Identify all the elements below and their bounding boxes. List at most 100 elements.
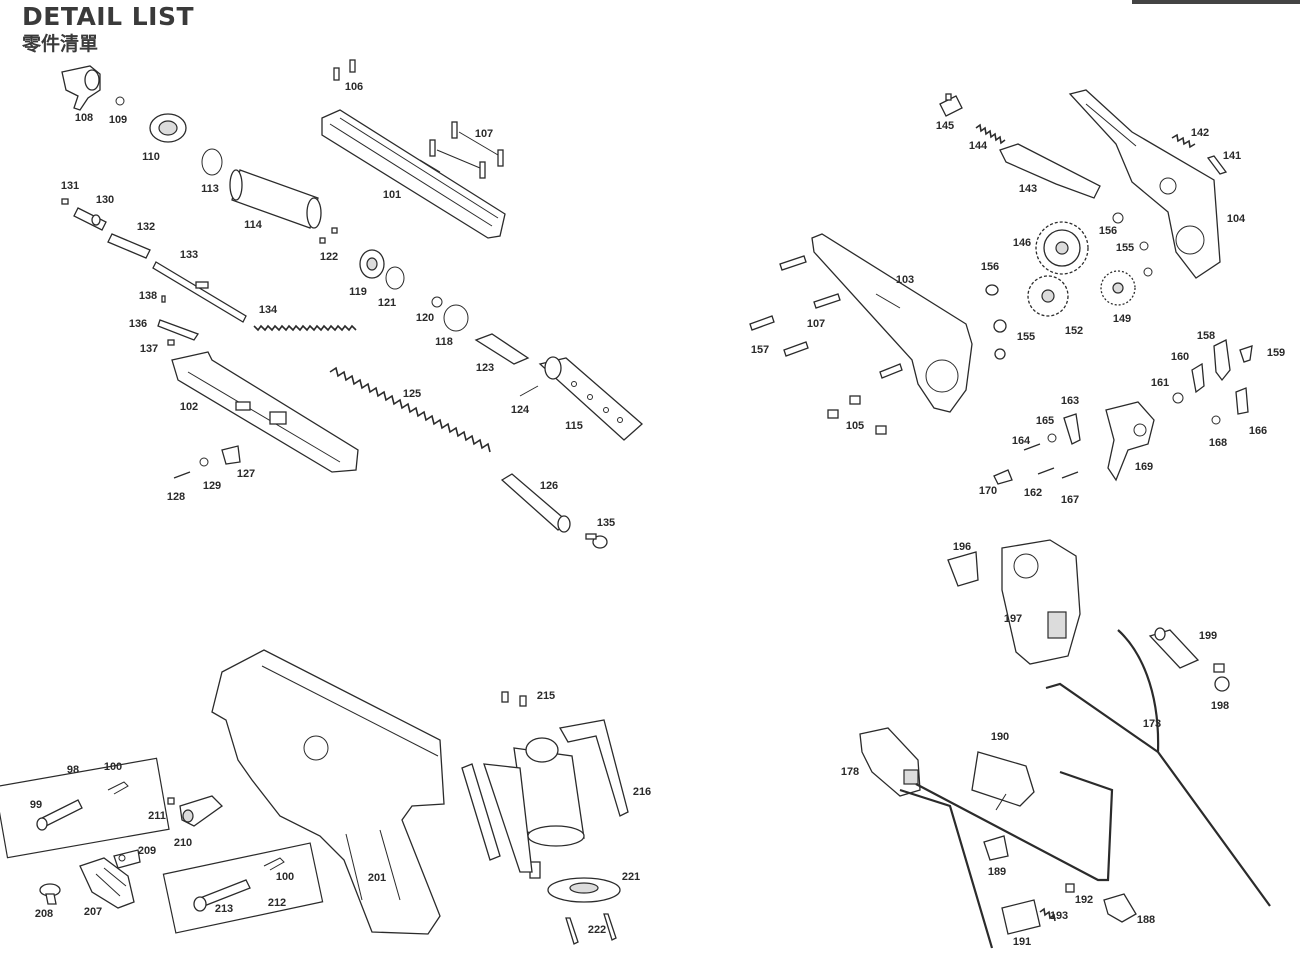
- part-198-clip: [1213, 663, 1230, 692]
- part-122-screws: [319, 227, 338, 244]
- label-178: 178: [840, 766, 860, 778]
- part-173-wire: [1045, 629, 1271, 907]
- part-156-washer-a: [1112, 212, 1124, 224]
- part-162-164-167-170-pins: [993, 443, 1079, 485]
- part-118-o-ring: [443, 304, 469, 332]
- label-160: 160: [1170, 351, 1190, 363]
- label-110: 110: [142, 151, 160, 163]
- part-107-157-screws: [749, 255, 903, 379]
- label-211: 211: [148, 810, 166, 822]
- part-178-connector: [859, 727, 921, 797]
- part-102-lower-frame: [171, 351, 359, 473]
- part-149-bevel-gear: [1100, 270, 1136, 306]
- label-209: 209: [137, 845, 157, 857]
- part-101-upper-frame: [321, 109, 506, 239]
- label-103: 103: [895, 274, 915, 286]
- part-208-bolt: [39, 883, 61, 905]
- label-119: 119: [349, 286, 367, 298]
- part-152-gear: [1027, 275, 1069, 317]
- label-188: 188: [1136, 914, 1156, 926]
- page-title: DETAIL LIST: [22, 2, 195, 31]
- label-128: 128: [166, 491, 186, 503]
- label-156-top: 156: [1098, 225, 1118, 237]
- label-143: 143: [1018, 183, 1038, 195]
- part-motor: [513, 737, 585, 879]
- label-104: 104: [1226, 213, 1246, 225]
- label-196: 196: [952, 541, 972, 553]
- label-216: 216: [632, 786, 652, 798]
- label-109: 109: [108, 114, 128, 126]
- part-107-screws-top: [429, 121, 504, 179]
- part-104-gearbox-right: [1068, 89, 1221, 279]
- part-155-washer-a: [1139, 241, 1149, 251]
- label-98: 98: [66, 764, 80, 776]
- part-222-screws: [565, 913, 617, 945]
- part-133-rod: [152, 261, 247, 323]
- label-190: 190: [990, 731, 1010, 743]
- label-198: 198: [1210, 700, 1230, 712]
- part-120-o-ring: [431, 296, 443, 308]
- label-159: 159: [1266, 347, 1286, 359]
- label-192: 192: [1074, 894, 1094, 906]
- part-103-gearbox-left: [811, 233, 973, 413]
- label-167: 167: [1060, 494, 1080, 506]
- part-130-131-nozzle: [61, 198, 107, 231]
- part-178-wires: [899, 770, 1114, 949]
- part-119-121-rings: [359, 249, 405, 290]
- label-213: 213: [214, 903, 234, 915]
- label-210: 210: [173, 837, 193, 849]
- part-156-155-bearings: [985, 284, 1007, 360]
- label-121: 121: [377, 297, 397, 309]
- label-123: 123: [475, 362, 495, 374]
- part-100-spring-pin-a: [107, 781, 129, 795]
- label-132: 132: [136, 221, 156, 233]
- part-106-screws: [333, 59, 356, 81]
- part-105-screws: [827, 395, 887, 435]
- part-190-switch: [971, 751, 1035, 811]
- label-100-left: 100: [103, 761, 123, 773]
- label-155-mid: 155: [1016, 331, 1036, 343]
- part-132-tube: [107, 233, 151, 259]
- part-142-spring: [1171, 133, 1196, 149]
- part-108-hop-chamber: [61, 65, 101, 111]
- label-191: 191: [1012, 936, 1032, 948]
- part-221-plate: [547, 877, 621, 903]
- label-115: 115: [565, 420, 583, 432]
- label-99: 99: [29, 799, 43, 811]
- part-199-cylinder: [1148, 627, 1200, 669]
- part-135-screw: [585, 533, 608, 549]
- part-127-129-128-small: [173, 445, 241, 479]
- part-201-lower-receiver: [211, 649, 445, 935]
- label-105: 105: [845, 420, 865, 432]
- part-113-o-ring: [201, 148, 223, 176]
- label-199: 199: [1198, 630, 1218, 642]
- label-215: 215: [536, 690, 556, 702]
- part-124-115-piston: [519, 356, 643, 441]
- label-145: 145: [935, 120, 955, 132]
- part-191-block: [1001, 899, 1041, 935]
- inset-box-98: [0, 757, 170, 859]
- label-126: 126: [539, 480, 559, 492]
- label-133: 133: [179, 249, 199, 261]
- label-106: 106: [344, 81, 364, 93]
- part-99-pin: [36, 799, 83, 831]
- label-161: 161: [1150, 377, 1170, 389]
- label-120: 120: [415, 312, 435, 324]
- label-208: 208: [34, 908, 54, 920]
- label-166: 166: [1248, 425, 1268, 437]
- part-126-guide: [500, 473, 571, 533]
- label-168: 168: [1208, 437, 1228, 449]
- label-212: 212: [267, 897, 287, 909]
- label-122: 122: [319, 251, 339, 263]
- label-107-top: 107: [474, 128, 494, 140]
- part-146-gear: [1035, 221, 1089, 275]
- label-108: 108: [74, 112, 94, 124]
- label-137: 137: [139, 343, 159, 355]
- part-114-cylinder: [229, 169, 322, 229]
- label-136: 136: [128, 318, 148, 330]
- label-222: 222: [587, 924, 607, 936]
- label-173: 173: [1142, 718, 1162, 730]
- label-114: 114: [244, 219, 262, 231]
- part-207-grip-panel: [79, 857, 135, 909]
